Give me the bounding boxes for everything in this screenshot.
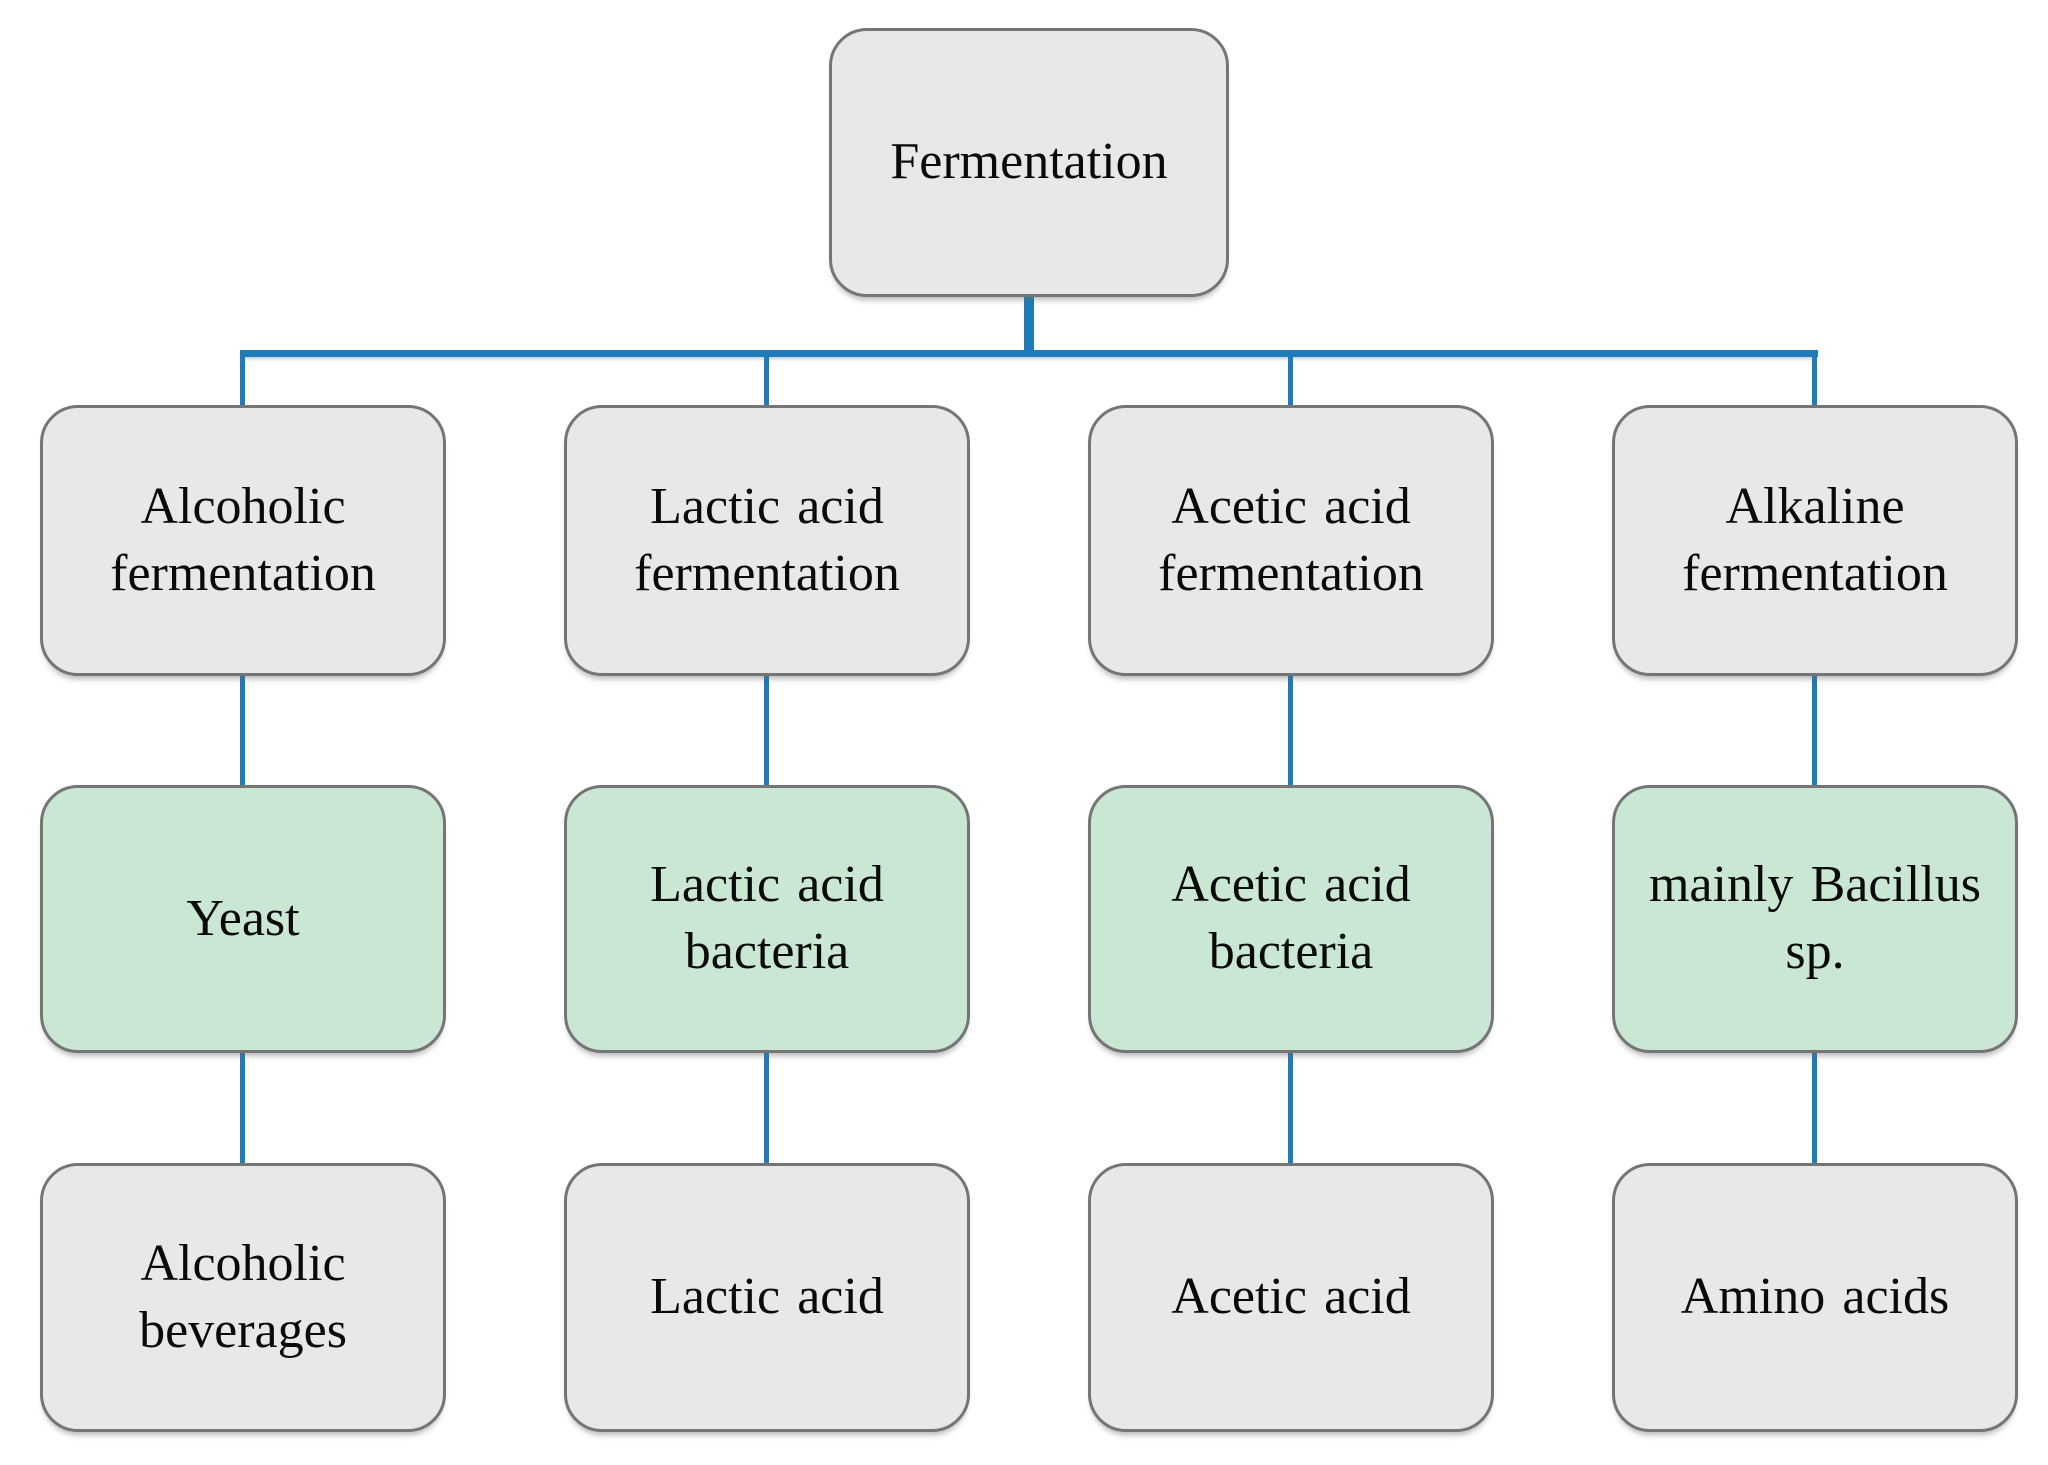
node-fermentation: Fermentation (829, 28, 1229, 297)
node-amino-acids: Amino acids (1612, 1163, 2018, 1432)
node-lactic-acid-label: Lactic acid (650, 1268, 884, 1326)
node-yeast: Yeast (40, 785, 446, 1053)
node-acetic-acid-bacteria-label: Acetic acid bacteria (1171, 856, 1411, 980)
connector-acetic-to-bacteria (1288, 676, 1293, 785)
connector-bacteria-to-acetic-acid (1288, 1053, 1293, 1163)
node-lactic-acid-bacteria-label: Lactic acid bacteria (650, 856, 884, 980)
connector-horizontal-bus (240, 350, 1818, 357)
connector-root-stem (1024, 297, 1034, 355)
connector-yeast-to-beverages (240, 1053, 245, 1163)
node-alcoholic-fermentation-label: Alcoholic fermentation (110, 477, 376, 602)
connector-bacillus-to-amino-acids (1812, 1053, 1817, 1163)
node-lactic-acid: Lactic acid (564, 1163, 970, 1432)
connector-bacteria-to-lactic-acid (764, 1053, 769, 1163)
connector-drop-lactic (764, 352, 769, 405)
node-alcoholic-beverages-label: Alcoholic beverages (139, 1234, 347, 1359)
node-amino-acids-label: Amino acids (1680, 1268, 1950, 1326)
node-acetic-acid-fermentation-label: Acetic acid fermentation (1158, 477, 1424, 602)
connector-alkaline-to-bacillus (1812, 676, 1817, 785)
node-fermentation-label: Fermentation (890, 133, 1168, 191)
node-mainly-bacillus-sp: mainly Bacillus sp. (1612, 785, 2018, 1053)
node-acetic-acid-label: Acetic acid (1171, 1268, 1411, 1326)
node-alcoholic-beverages: Alcoholic beverages (40, 1163, 446, 1432)
node-lactic-acid-fermentation-label: Lactic acid fermentation (634, 477, 900, 602)
node-acetic-acid: Acetic acid (1088, 1163, 1494, 1432)
connector-lactic-to-bacteria (764, 676, 769, 785)
node-alcoholic-fermentation: Alcoholic fermentation (40, 405, 446, 676)
connector-drop-alkaline (1812, 352, 1817, 405)
node-acetic-acid-fermentation: Acetic acid fermentation (1088, 405, 1494, 676)
node-alkaline-fermentation: Alkaline fermentation (1612, 405, 2018, 676)
node-mainly-bacillus-sp-label: mainly Bacillus sp. (1648, 856, 1981, 980)
node-lactic-acid-bacteria: Lactic acid bacteria (564, 785, 970, 1053)
connector-alcoholic-to-yeast (240, 676, 245, 785)
node-yeast-label: Yeast (186, 889, 300, 947)
connector-drop-acetic (1288, 352, 1293, 405)
node-alkaline-fermentation-label: Alkaline fermentation (1682, 477, 1948, 602)
connector-drop-alcoholic (240, 352, 245, 405)
node-acetic-acid-bacteria: Acetic acid bacteria (1088, 785, 1494, 1053)
node-lactic-acid-fermentation: Lactic acid fermentation (564, 405, 970, 676)
